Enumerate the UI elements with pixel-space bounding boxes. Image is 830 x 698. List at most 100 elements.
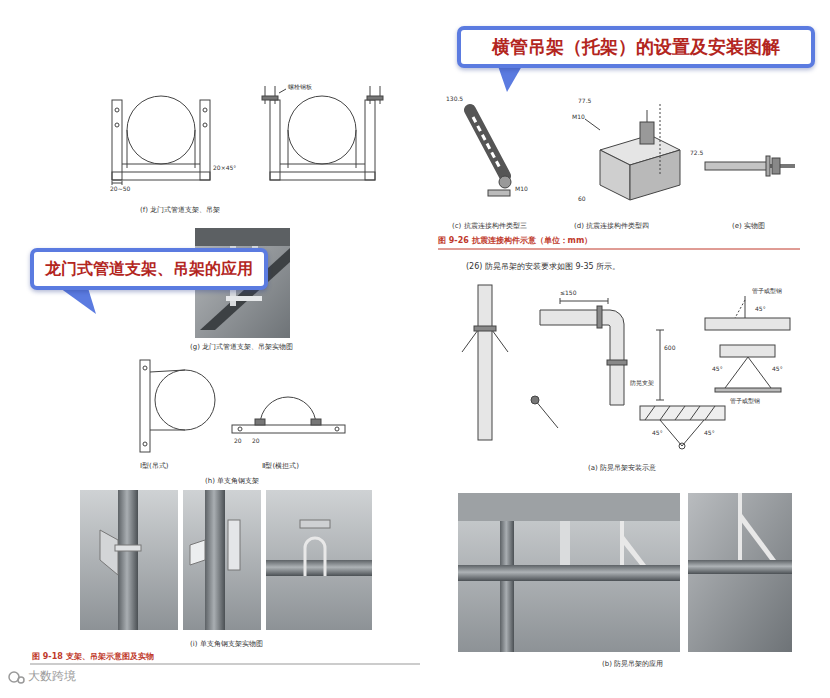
sway-brace-drawing	[462, 285, 790, 449]
angle-support-drawing	[260, 397, 316, 425]
sway-brace-drawing	[715, 388, 781, 392]
gantry-support-drawing	[280, 164, 365, 165]
page-rule	[30, 664, 420, 665]
drawing-label: Ⅱ型(横担式)	[262, 462, 299, 470]
callout-box: 龙门式管道支架、吊架的应用	[30, 248, 268, 290]
sway-brace-drawing	[640, 406, 725, 420]
gantry-support-drawing	[200, 100, 210, 180]
seismic-connector-drawing	[585, 104, 680, 200]
angle-support-drawing	[140, 360, 345, 452]
callout-pointer	[60, 288, 96, 314]
anchor-bolt-photo	[766, 156, 770, 176]
watermark-logo	[18, 677, 24, 683]
watermark-logo	[9, 672, 24, 683]
drawing-label: 45°	[772, 366, 783, 373]
gantry-support-drawing	[279, 89, 286, 93]
angle-support-photo	[80, 490, 178, 630]
callout-text: 横管吊架（托架）的设置及安装图解	[492, 36, 780, 58]
sway-brace-drawing	[660, 420, 704, 446]
seismic-connector-drawing	[470, 110, 505, 176]
seismic-connector-drawing	[600, 150, 630, 200]
seismic-connector-drawing	[647, 110, 648, 122]
drawing-label: 600	[664, 345, 675, 352]
sway-brace-drawing	[735, 300, 745, 318]
drawing-label: (g) 龙门式管道支架、吊架实物图	[190, 343, 293, 351]
gantry-support-drawing	[265, 86, 380, 104]
sway-brace-drawing	[462, 330, 508, 352]
sway-brace-drawing	[560, 298, 608, 304]
drawing-label: (a) 防晃吊架安装示意	[588, 464, 656, 472]
drawing-label: (26) 防晃吊架的安装要求如图 9-35 所示。	[466, 262, 620, 271]
drawing-label: (e) 实物图	[732, 222, 765, 230]
drawing-label: 20×45°	[213, 165, 236, 172]
figure-caption: 大数跨境	[28, 670, 76, 684]
sway-brace-drawing	[535, 400, 558, 428]
gantry-support-drawing	[112, 100, 122, 180]
sway-brace-drawing	[645, 406, 715, 420]
gantry-support-drawing	[127, 130, 195, 168]
sway-brace-drawing	[725, 357, 771, 388]
angle-support-photo	[266, 560, 372, 576]
gantry-support-drawing	[203, 123, 207, 127]
drawing-label: 60	[578, 196, 586, 203]
sway-brace-drawing	[478, 285, 492, 440]
seismic-connector-drawing	[630, 150, 680, 200]
angle-support-photo	[100, 530, 118, 575]
angle-support-drawing	[255, 419, 265, 425]
angle-support-drawing	[143, 366, 147, 370]
sway-brace-photo	[688, 560, 792, 574]
angle-support-drawing	[143, 442, 147, 446]
sway-brace-photo	[458, 493, 680, 652]
drawing-label: 20	[234, 438, 242, 445]
gantry-support-photo	[226, 296, 262, 301]
seismic-connector-drawing	[473, 117, 501, 170]
drawing-label: (d) 抗震连接构件类型四	[574, 222, 649, 230]
angle-support-drawing	[335, 427, 339, 431]
angle-support-photo	[266, 490, 372, 630]
anchor-bolt-photo	[705, 162, 767, 170]
sway-brace-photo	[738, 493, 742, 560]
sway-brace-photo	[740, 514, 776, 560]
angle-support-photo	[115, 545, 141, 551]
drawing-label: 45°	[704, 430, 715, 437]
drawing-label: (b) 防晃吊架的应用	[602, 660, 663, 668]
drawing-label: 20	[252, 438, 260, 445]
drawing-label: 45°	[652, 430, 663, 437]
figure-caption: 图 9-26 抗震连接构件示意（单位：mm）	[438, 236, 592, 245]
drawing-label: 防晃支架	[630, 380, 654, 387]
gantry-support-drawing	[115, 123, 119, 127]
sway-brace-drawing	[720, 345, 775, 357]
anchor-bolt-photo	[767, 164, 795, 168]
angle-support-photo	[190, 540, 205, 565]
drawing-label: (c) 抗震连接构件类型三	[452, 222, 527, 230]
gantry-support-drawing	[115, 108, 119, 112]
angle-support-drawing	[232, 425, 345, 433]
angle-support-photo	[300, 520, 330, 528]
angle-support-drawing	[311, 419, 321, 425]
gantry-support-drawing	[270, 100, 280, 180]
drawing-label: Ⅰ型(吊式)	[140, 462, 169, 470]
seismic-connector-drawing	[640, 122, 654, 144]
gantry-support-drawing	[270, 172, 375, 180]
angle-support-photo	[305, 538, 325, 576]
seismic-connector-drawing	[499, 176, 511, 188]
angle-support-drawing	[155, 370, 215, 430]
sway-brace-photo	[500, 521, 514, 652]
angle-support-photo	[118, 490, 138, 630]
callout-box: 横管吊架（托架）的设置及安装图解	[457, 26, 815, 68]
gantry-support-drawing	[203, 108, 207, 112]
drawing-label: 管子或型钢	[752, 288, 782, 295]
angle-support-photo	[80, 490, 372, 630]
drawing-label: M10	[515, 186, 528, 193]
gantry-support-drawing	[288, 96, 356, 164]
gantry-support-photo	[195, 228, 290, 246]
gantry-support-drawing	[112, 86, 383, 185]
anchor-bolt-photo	[705, 156, 795, 176]
gantry-support-drawing	[127, 96, 195, 164]
drawing-label: 45°	[755, 306, 766, 313]
drawing-label: M10	[572, 114, 585, 121]
sway-brace-drawing	[745, 296, 746, 318]
sway-brace-photo	[458, 493, 680, 521]
